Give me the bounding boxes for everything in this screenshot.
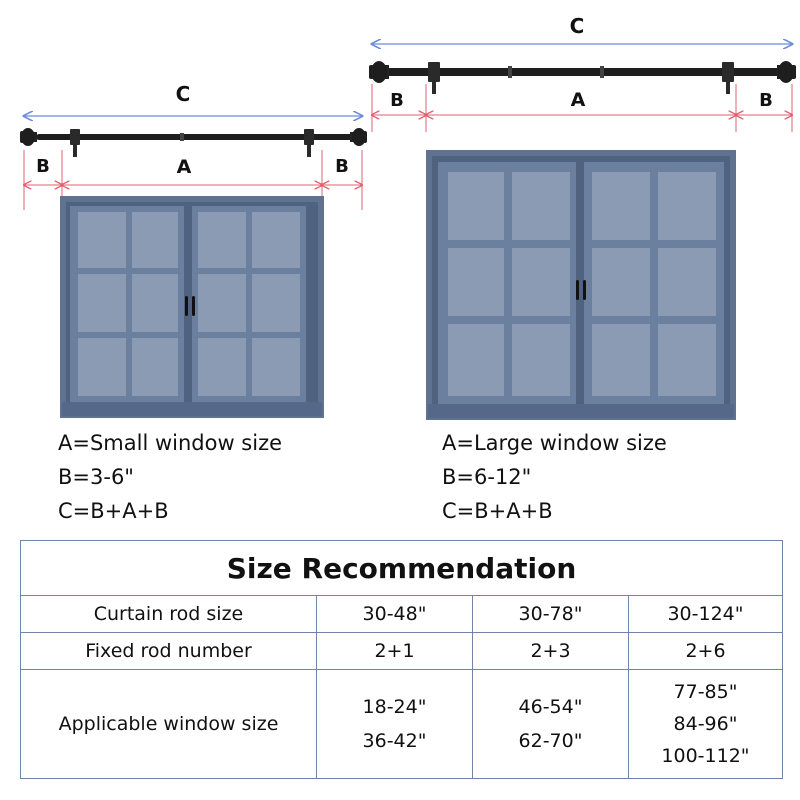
small-formula-line-c: C=B+A+B [58,499,169,523]
cell-window-size-1: 18-24" 36-42" [316,669,473,779]
small-dim-a-label: A [177,156,192,178]
small-formula-line-a: A=Small window size [58,431,283,455]
row-label-curtain-rod-size: Curtain rod size [20,595,317,633]
row-label-applicable-window-size: Applicable window size [20,669,317,779]
cell-rod-size-2: 30-78" [472,595,629,633]
small-rod-finial-right-icon [350,128,367,146]
large-dim-b-left-label: B [390,90,404,111]
small-rod-bracket-left-icon [70,129,80,157]
large-dim-b-right-label: B [759,90,773,111]
small-window-frame-icon [60,196,324,418]
cell-window-size-2: 46-54" 62-70" [472,669,629,779]
small-rod-finial-left-icon [20,128,37,146]
large-window-frame-icon [426,150,736,420]
small-dim-b-left-label: B [36,156,50,177]
table-title: Size Recommendation [20,540,783,596]
cell-fixed-rod-3: 2+6 [628,632,783,670]
window-size-3b: 84-96" [673,713,738,735]
sizing-diagram: C [20,14,796,420]
small-rod-bracket-right-icon [304,129,314,157]
cell-rod-size-1: 30-48" [316,595,473,633]
large-window-formula: A=Large window size B=6-12" C=B+A+B [442,426,667,528]
row-label-fixed-rod-number: Fixed rod number [20,632,317,670]
large-door-handle-icon [576,280,586,300]
small-door-handle-icon [185,296,195,316]
large-rod-bracket-left-icon [428,62,440,94]
large-edge-markers [372,84,792,132]
window-size-2b: 62-70" [518,730,583,752]
large-rod-finial-right-icon [777,61,796,83]
table-row: Fixed rod number 2+1 2+3 2+6 [20,632,783,670]
large-dim-a-label: A [571,89,586,111]
large-dim-c-label: C [570,14,585,38]
small-window-group: C [20,82,367,418]
cell-fixed-rod-1: 2+1 [316,632,473,670]
table-row: Curtain rod size 30-48" 30-78" 30-124" [20,595,783,633]
window-size-2a: 46-54" [518,696,583,718]
window-size-1b: 36-42" [362,730,427,752]
small-window-formula: A=Small window size B=3-6" C=B+A+B [58,426,282,528]
window-size-3c: 100-112" [661,745,750,767]
cell-window-size-3: 77-85" 84-96" 100-112" [628,669,783,779]
window-size-3a: 77-85" [673,681,738,703]
large-formula-line-c: C=B+A+B [442,499,553,523]
large-rod-bracket-right-icon [722,62,734,94]
small-dim-b-right-label: B [335,156,349,177]
window-size-1a: 18-24" [362,696,427,718]
small-dim-c-label: C [176,82,191,106]
size-recommendation-table: Size Recommendation Curtain rod size 30-… [20,540,783,779]
table-row: Applicable window size 18-24" 36-42" 46-… [20,669,783,779]
large-formula-line-b: B=6-12" [442,465,532,489]
large-curtain-rod-icon [369,61,796,94]
small-curtain-rod-icon [20,128,367,157]
large-rod-finial-left-icon [369,61,389,83]
large-formula-line-a: A=Large window size [442,431,667,455]
large-window-group: C [369,14,796,420]
cell-rod-size-3: 30-124" [628,595,783,633]
cell-fixed-rod-2: 2+3 [472,632,629,670]
small-formula-line-b: B=3-6" [58,465,134,489]
